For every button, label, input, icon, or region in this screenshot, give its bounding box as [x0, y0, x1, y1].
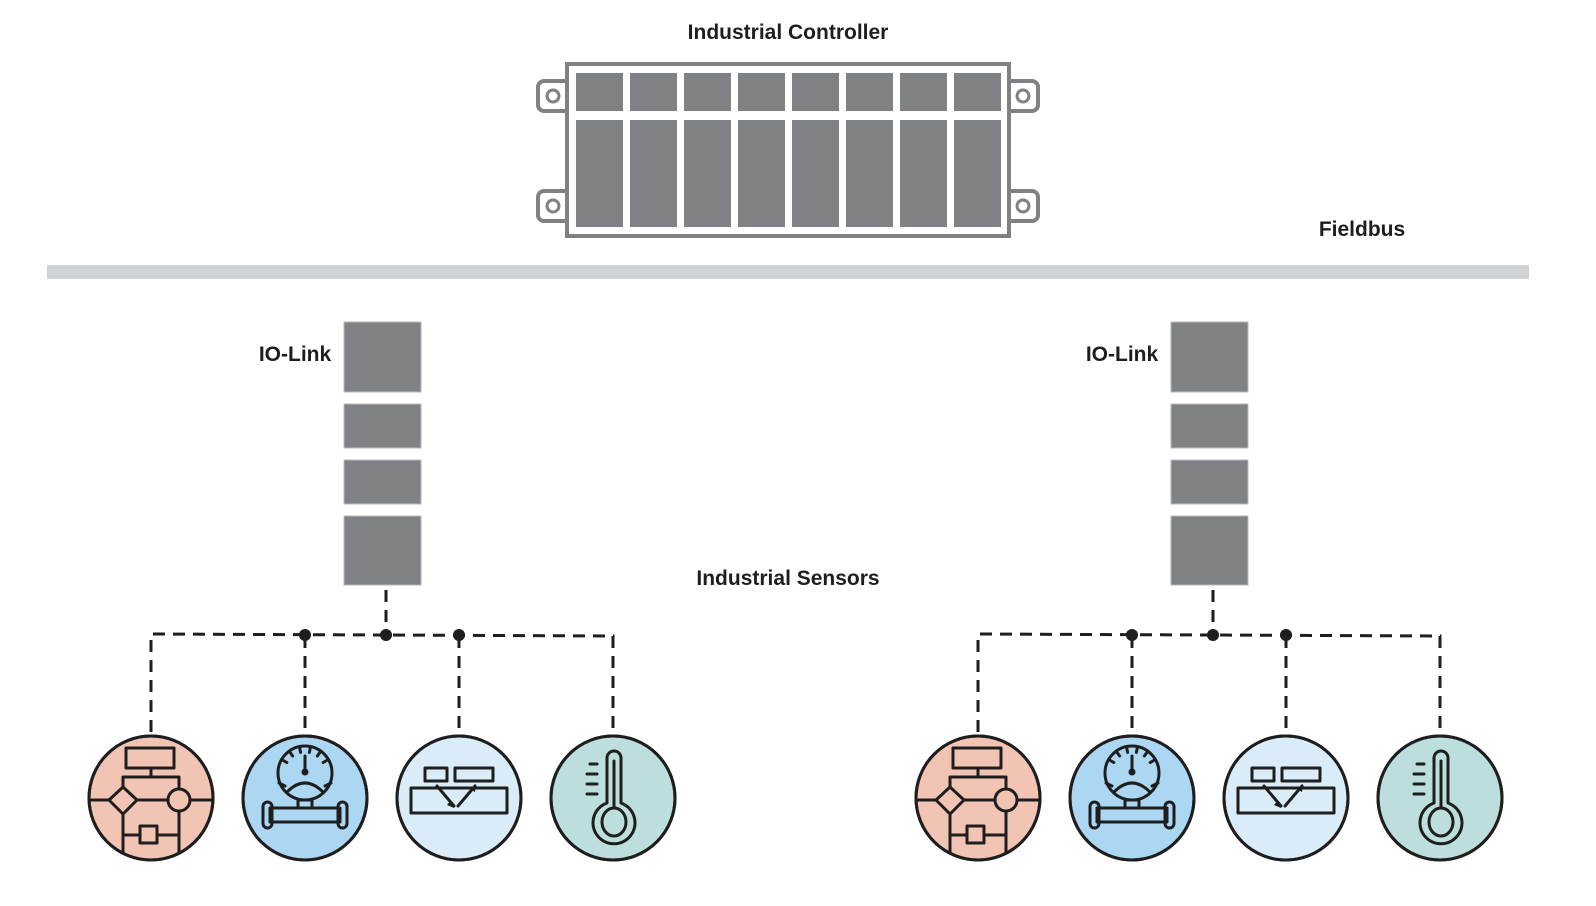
- controller-slot-bottom: [576, 120, 623, 227]
- dashed-bus-line: [149, 632, 615, 732]
- junction-dot: [299, 629, 311, 641]
- io-link-segment: [1170, 515, 1249, 586]
- reflection-sensor-icon: [409, 766, 509, 815]
- sensor-pressure: [1068, 734, 1196, 862]
- controller-slot-top: [738, 73, 785, 111]
- industrial-sensors-label: Industrial Sensors: [696, 567, 879, 590]
- controller-slot-top: [900, 73, 947, 111]
- io-link-segment: [343, 515, 422, 586]
- io-link-segment: [343, 459, 422, 505]
- wiring-left: [149, 590, 615, 732]
- controller-slot-top: [954, 73, 1001, 111]
- sensor-level-proximity: [1222, 734, 1350, 862]
- controller-slot-top: [684, 73, 731, 111]
- sensor-level-proximity: [395, 734, 523, 862]
- sensor-pressure: [241, 734, 369, 862]
- mounting-tab-top-right: [1002, 79, 1040, 113]
- sensor-group-left: [87, 734, 677, 862]
- sensor-process-flow: [87, 734, 215, 862]
- io-link-module-left: [343, 321, 422, 586]
- io-link-right-label: IO-Link: [1086, 343, 1159, 366]
- thermometer-icon: [585, 749, 637, 846]
- io-link-segment: [343, 403, 422, 449]
- controller-slot-top: [846, 73, 893, 111]
- controller-slot-bottom: [954, 120, 1001, 227]
- io-link-segment: [1170, 321, 1249, 393]
- reflection-sensor-icon: [1236, 766, 1336, 815]
- io-link-module-right: [1170, 321, 1249, 586]
- controller-slot-bottom: [630, 120, 677, 227]
- sensor-temperature: [549, 734, 677, 862]
- dashed-bus-line: [976, 632, 1442, 732]
- io-link-segment: [1170, 403, 1249, 449]
- pressure-gauge-icon: [1088, 744, 1176, 830]
- industrial-controller-label: Industrial Controller: [688, 21, 889, 44]
- controller-slot-bottom: [738, 120, 785, 227]
- junction-dot: [1280, 629, 1292, 641]
- junction-dot: [1207, 629, 1219, 641]
- controller-slot-bottom: [900, 120, 947, 227]
- sensor-temperature: [1376, 734, 1504, 862]
- thermometer-icon: [1412, 749, 1464, 846]
- controller-slot-bottom: [792, 120, 839, 227]
- junction-dot: [453, 629, 465, 641]
- flowchart-icon: [916, 746, 1040, 860]
- io-link-left-label: IO-Link: [259, 343, 332, 366]
- io-link-segment: [1170, 459, 1249, 505]
- flowchart-icon: [89, 746, 213, 860]
- controller-slot-top: [630, 73, 677, 111]
- pressure-gauge-icon: [261, 744, 349, 830]
- fieldbus-bar: [47, 265, 1529, 279]
- wiring-right: [976, 590, 1442, 732]
- junction-dot: [1126, 629, 1138, 641]
- sensor-process-flow: [914, 734, 1042, 862]
- industrial-controller: [536, 62, 1040, 238]
- controller-slot-bottom: [684, 120, 731, 227]
- sensor-group-right: [914, 734, 1504, 862]
- fieldbus-label: Fieldbus: [1319, 218, 1405, 241]
- controller-slot-top: [792, 73, 839, 111]
- junction-dot: [380, 629, 392, 641]
- io-link-segment: [343, 321, 422, 393]
- controller-slot-top: [576, 73, 623, 111]
- controller-slot-bottom: [846, 120, 893, 227]
